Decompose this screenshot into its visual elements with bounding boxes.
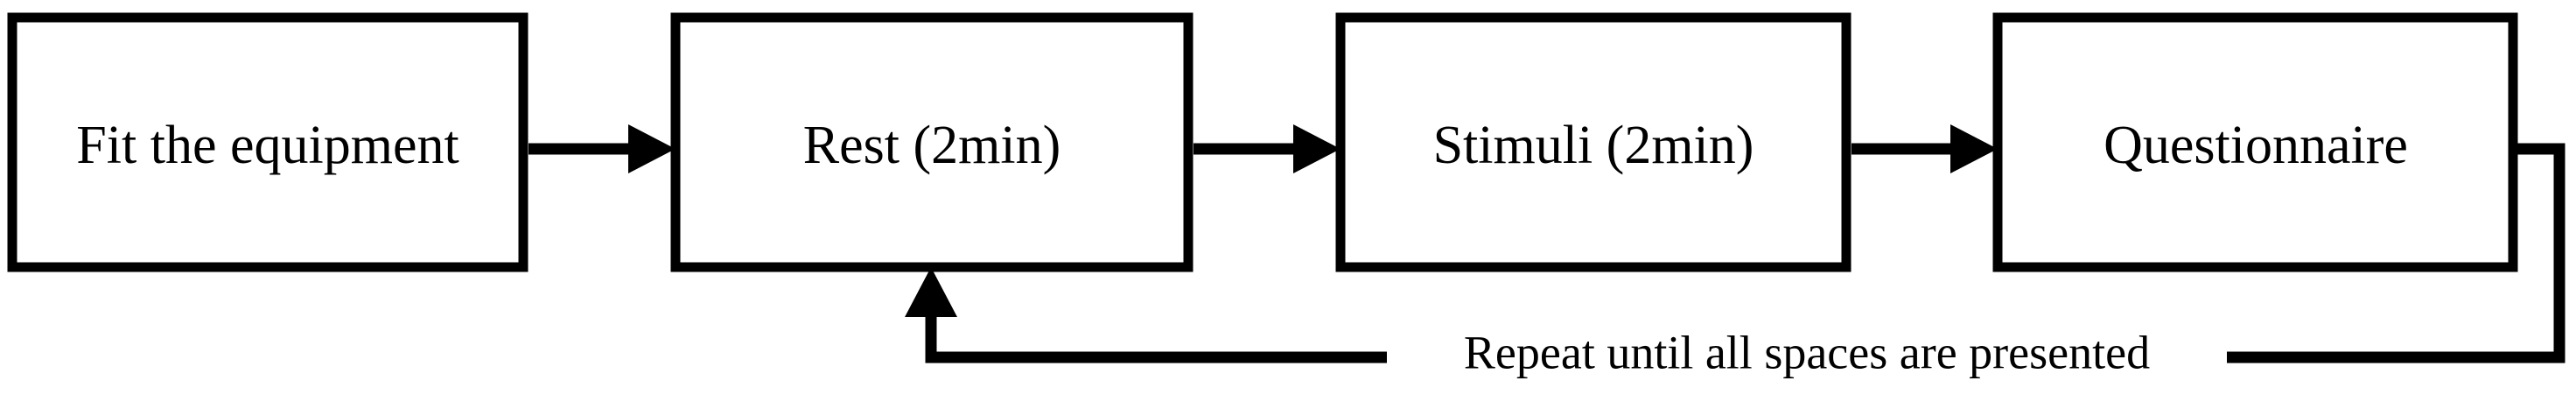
- node-label-fit-the-equipment: Fit the equipment: [76, 116, 458, 175]
- edge-stimuli-to-questionnaire-arrowhead: [1950, 124, 1998, 173]
- edge-feedback-loop: Repeat until all spaces are presented: [905, 143, 2566, 378]
- edge-feedback-loop-right-path: [2227, 143, 2566, 363]
- node-box-stimuli: [1335, 12, 1852, 272]
- node-stimuli[interactable]: Stimuli (2min): [1335, 12, 1852, 272]
- edge-rest-to-stimuli-arrowhead: [1293, 124, 1340, 173]
- edge-feedback-loop-arrowhead: [905, 267, 957, 317]
- edge-stimuli-to-questionnaire: [1852, 124, 1998, 173]
- edge-fit-to-rest: [528, 124, 676, 173]
- node-label-stimuli: Stimuli (2min): [1433, 116, 1754, 175]
- node-box-fit-the-equipment: [7, 12, 528, 272]
- edge-fit-to-rest-arrowhead: [628, 124, 676, 173]
- edge-feedback-loop-left-path: [925, 289, 1387, 363]
- edge-rest-to-stimuli: [1194, 124, 1340, 173]
- node-rest[interactable]: Rest (2min): [670, 12, 1194, 272]
- node-fit-the-equipment[interactable]: Fit the equipment: [7, 12, 528, 272]
- node-box-questionnaire: [1992, 12, 2518, 272]
- node-box-rest: [670, 12, 1194, 272]
- node-questionnaire[interactable]: Questionnaire: [1992, 12, 2518, 272]
- node-label-rest: Rest (2min): [803, 116, 1060, 175]
- node-label-questionnaire: Questionnaire: [2104, 116, 2408, 175]
- edge-feedback-loop-label: Repeat until all spaces are presented: [1464, 326, 2150, 378]
